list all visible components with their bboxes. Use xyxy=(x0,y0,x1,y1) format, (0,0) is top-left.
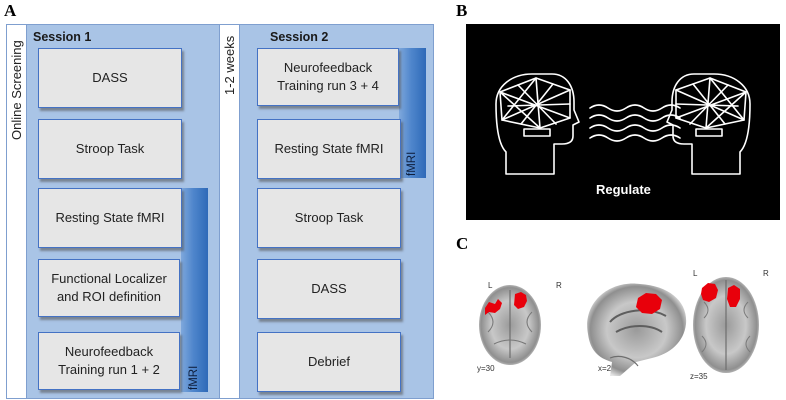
coronal-caption: y=30 xyxy=(477,364,495,373)
panel-b-regulate-illustration: Regulate xyxy=(466,24,780,220)
session-1-fmri-label: fMRI xyxy=(188,365,200,390)
session-2-fmri-label: fMRI xyxy=(406,151,418,176)
axial-left-label: L xyxy=(693,269,698,278)
right-head-icon xyxy=(666,73,751,175)
session-1-fmri-bar xyxy=(181,188,208,392)
sagittal-caption: x=2 xyxy=(598,364,612,373)
session-1-step: DASS xyxy=(38,48,182,108)
coronal-left-label: L xyxy=(488,281,493,290)
session-1-step: Stroop Task xyxy=(38,119,182,179)
wave-lines-icon xyxy=(589,104,681,142)
online-screening-label: Online Screening xyxy=(9,40,24,140)
axial-slice-image xyxy=(693,277,759,373)
session-2-step: Neurofeedback Training run 3 + 4 xyxy=(257,48,399,106)
session-2-step: Resting State fMRI xyxy=(257,119,401,179)
two-heads-illustration xyxy=(495,73,751,175)
session-1-step: Functional Localizer and ROI definition xyxy=(38,259,180,317)
axial-caption: z=35 xyxy=(690,372,708,381)
session-1-step: Neurofeedback Training run 1 + 2 xyxy=(38,332,180,390)
panel-letter-b: B xyxy=(456,1,468,20)
session-1-title: Session 1 xyxy=(33,30,92,44)
session-1-step: Resting State fMRI xyxy=(38,188,182,248)
left-head-icon xyxy=(495,73,580,175)
panel-letter-a: A xyxy=(4,1,17,20)
interval-label: 1-2 weeks xyxy=(222,35,237,95)
session-2-step: DASS xyxy=(257,259,401,319)
axial-right-label: R xyxy=(763,269,769,278)
session-2-fmri-bar xyxy=(399,48,426,178)
session-2-step: Debrief xyxy=(257,332,401,392)
coronal-right-label: R xyxy=(556,281,562,290)
regulate-caption: Regulate xyxy=(596,182,651,197)
sagittal-slice-image xyxy=(587,283,687,376)
brain-slices-figure xyxy=(479,277,759,376)
coronal-slice-image xyxy=(479,285,541,365)
session-2-title: Session 2 xyxy=(270,30,329,44)
session-2-step: Stroop Task xyxy=(257,188,401,248)
panel-letter-c: C xyxy=(456,234,469,253)
